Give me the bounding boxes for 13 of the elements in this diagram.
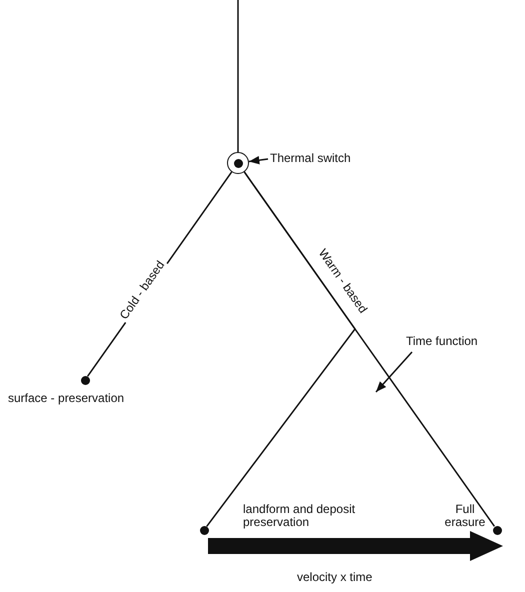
end-point [492, 526, 502, 534]
end-point [200, 526, 208, 534]
point-caption: Full erasure [444, 503, 486, 530]
connector-line [206, 172, 356, 527]
switch-point [227, 152, 249, 174]
axis-caption: velocity x time [297, 570, 372, 584]
end-point [80, 376, 90, 384]
point-caption: landform and deposit preservation [243, 503, 356, 530]
point-caption: surface - preservation [8, 392, 126, 406]
callout-text: Thermal switch [270, 151, 351, 165]
arrow [375, 352, 413, 392]
callout-text: Time function [406, 334, 478, 348]
connector-line [248, 156, 268, 164]
